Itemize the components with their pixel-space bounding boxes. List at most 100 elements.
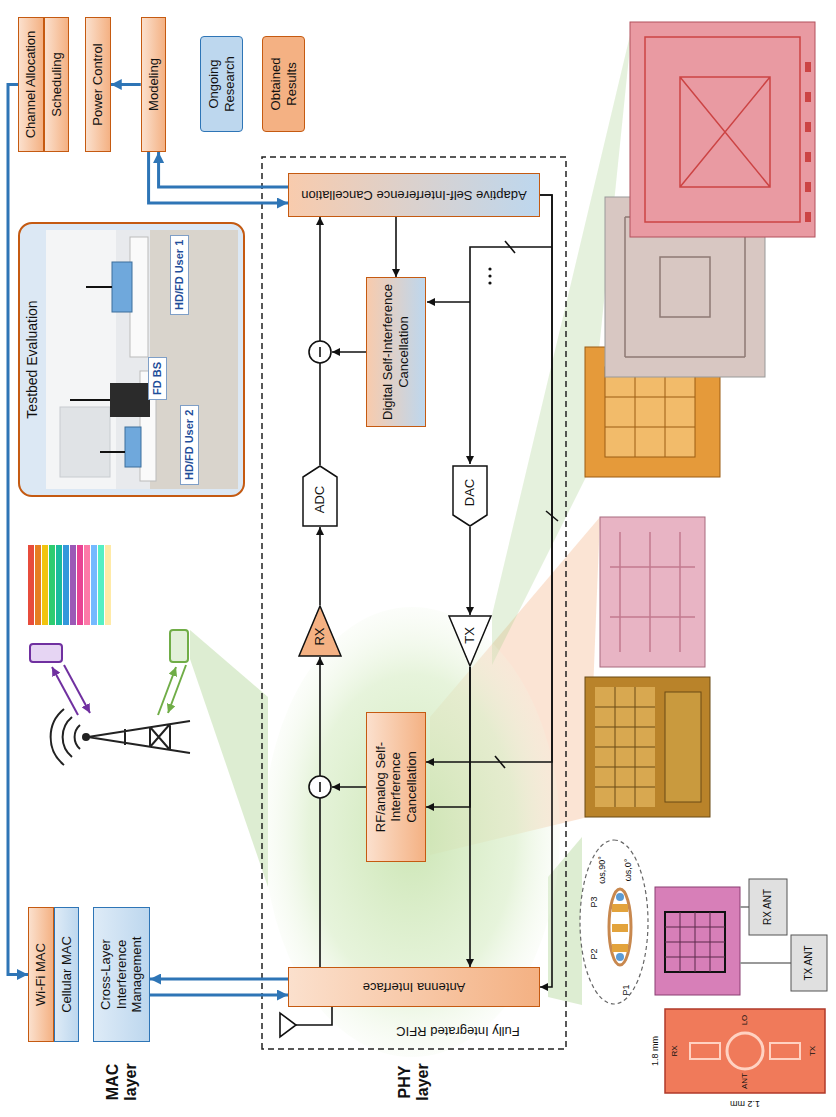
illustration-part — [805, 62, 811, 72]
illustration-part — [60, 407, 110, 477]
illustration-part — [190, 630, 268, 887]
antenna-label: RX ANT — [762, 889, 774, 925]
illustration-part — [612, 944, 628, 952]
mac-box: Cellular MAC — [54, 907, 80, 1042]
box-label: RF/analog Self-Interference Cancellation — [373, 719, 420, 855]
signal-wire — [319, 657, 321, 967]
box-label: HD/FD User 2 — [183, 410, 196, 480]
illustration-part — [52, 667, 78, 715]
illustration-part — [610, 532, 695, 652]
network-illustration — [28, 545, 190, 765]
illustration-part — [70, 399, 110, 401]
dimension-label: 1.8 mm — [650, 1036, 660, 1066]
control-arrow — [149, 152, 288, 203]
box-label: Cellular MAC — [59, 936, 75, 1013]
illustration-part — [49, 545, 55, 625]
control-arrow — [159, 152, 288, 187]
illustration-part — [749, 879, 787, 935]
illustration-part — [35, 545, 41, 625]
legend-text: Ongoing Research — [206, 43, 237, 125]
illustration-part — [110, 383, 150, 417]
illustration-part — [280, 241, 558, 1037]
rfic-region — [264, 607, 560, 1057]
box-label: Digital Self-Interference Cancellation — [380, 284, 411, 420]
illustration-part — [98, 545, 104, 625]
illustration-part — [18, 222, 245, 497]
illustration-part — [616, 953, 624, 961]
converter-block: DAC — [452, 465, 488, 527]
box-label: ADC — [312, 486, 328, 513]
illustration-part — [770, 1043, 800, 1059]
illustration-part — [665, 912, 725, 972]
illustration-part — [580, 840, 648, 1004]
mac-box: Wi-Fi MAC — [28, 907, 54, 1042]
layer-label: PHY layer — [396, 1051, 433, 1113]
illustration-part — [56, 545, 62, 625]
illustration-part — [740, 906, 749, 908]
layout-wrapper: RX — [670, 1045, 679, 1056]
illustration-part — [70, 545, 76, 625]
layout-wrapper: ANT — [740, 1073, 749, 1089]
layout-wrapper: Fully Integrated RFIC — [396, 1024, 520, 1039]
cancellation-box: Digital Self-Interference Cancellation — [366, 277, 426, 427]
layout-wrapper: TX ANT — [803, 945, 815, 980]
layout-wrapper: 1.8 mm — [650, 1036, 660, 1066]
illustration-part — [280, 1013, 296, 1037]
pin-label: ANT — [740, 1073, 749, 1089]
signal-wire — [426, 667, 470, 807]
box-label: Scheduling — [49, 52, 65, 116]
pin-label: LO — [740, 1015, 749, 1026]
box-label: Channel Allocation — [23, 31, 39, 139]
block-shape — [449, 616, 491, 666]
cancellation-box: RF/analog Self-Interference Cancellation — [366, 712, 426, 862]
box-label: Cross-Layer Interference Management — [98, 914, 145, 1035]
illustration-part — [158, 667, 176, 715]
illustration-part — [82, 733, 90, 741]
illustration-part — [727, 1033, 763, 1069]
clock-label: ωs,90° — [597, 856, 607, 884]
box-label: HD/FD User 1 — [173, 240, 186, 310]
layout-wrapper: TX — [808, 1046, 817, 1056]
illustration-part — [805, 122, 811, 132]
layout-wrapper: RX ANT — [762, 889, 774, 925]
illustration-part — [616, 893, 624, 901]
illustration-part — [427, 301, 470, 303]
illustration-part — [595, 687, 655, 807]
function-box: Power Control — [85, 17, 111, 152]
chip-photos — [580, 22, 827, 1093]
box-label: Power Control — [90, 43, 106, 125]
illustration-part — [645, 37, 800, 222]
illustration-part — [488, 281, 491, 284]
illustration-part — [612, 904, 628, 912]
illustration-part — [625, 217, 745, 357]
region-label: Fully Integrated RFIC — [396, 1024, 520, 1039]
box-label: Adaptive Self-Interference Cancellation — [294, 187, 534, 203]
converter-block: ADC — [302, 465, 338, 527]
legend-text: Obtained Results — [268, 43, 299, 125]
illustration-part — [791, 935, 827, 991]
testbed-photo — [18, 222, 245, 497]
illustration-part — [319, 782, 321, 792]
signal-wire — [426, 195, 552, 762]
box-label: DAC — [462, 479, 478, 506]
illustration-part — [309, 776, 331, 798]
pin-label: TX — [808, 1046, 817, 1056]
illustration-part — [84, 545, 90, 625]
illustration-part — [805, 182, 811, 192]
control-arrow — [150, 978, 288, 981]
port-label: P2 — [589, 948, 599, 959]
illustration-part — [30, 644, 62, 662]
illustration-part — [630, 22, 815, 237]
signal-wire — [395, 217, 397, 277]
device-tag: HD/FD User 2 — [180, 405, 199, 485]
layout-wrapper: ωs,90° — [597, 856, 607, 884]
phy-boundary — [262, 157, 566, 1049]
amplifier-triangle: RX — [298, 605, 342, 657]
layout-wrapper: 1.2 mm — [730, 1099, 760, 1109]
illustration-part — [595, 687, 655, 807]
function-box: Channel Allocation — [18, 17, 44, 152]
illustration-part — [51, 709, 190, 765]
device-tag: FD BS — [148, 357, 167, 400]
block-shape — [453, 466, 487, 526]
